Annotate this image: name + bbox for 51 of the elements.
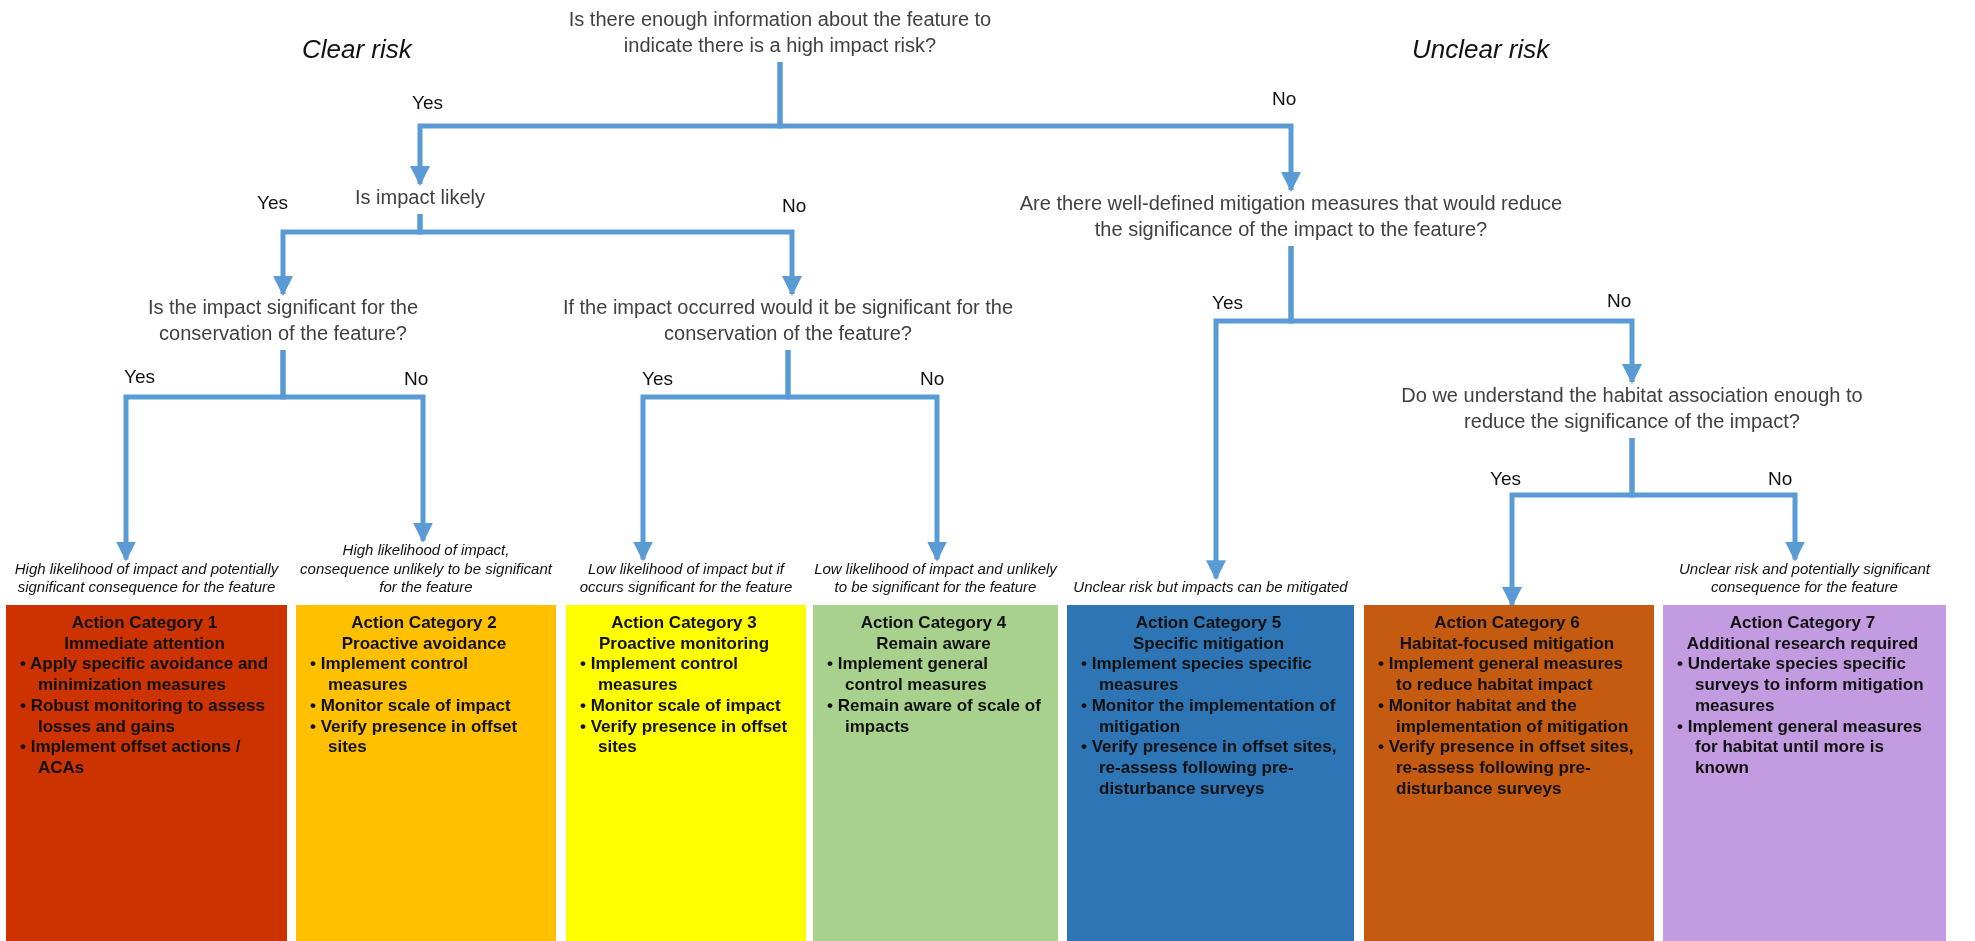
- bullet-item: • Implement control measures: [310, 654, 470, 696]
- action-heading: Action Category 2: [350, 613, 498, 634]
- bullet-item: • Implement species specific measures: [1081, 654, 1313, 696]
- arrow: [785, 350, 947, 562]
- action-heading: Specific mitigation: [1131, 633, 1286, 655]
- action-heading: Action Category 4: [859, 613, 1008, 634]
- question-text: Are there well-defined mitigation measures that would reduce the significance of the impact to the feature?: [1011, 190, 1571, 242]
- outcome-caption: Low likelihood of impact and unlikely to be significant for the feature: [813, 559, 1058, 597]
- bullet-item: • Monitor scale of impact: [310, 695, 512, 717]
- bullet-item: • Monitor the implementation of mitigation: [1081, 695, 1337, 738]
- bullet-item: • Robust monitoring to assess losses and gains: [20, 695, 266, 738]
- question-text: Is the impact significant for the conservation of the feature?: [113, 294, 453, 346]
- arrow: [1288, 246, 1642, 384]
- arrow: [1629, 438, 1805, 562]
- bullet-item: • Remain aware of scale of impacts: [827, 695, 1042, 738]
- action-heading: Action Category 3: [610, 613, 758, 634]
- action-heading: Proactive avoidance: [340, 633, 508, 655]
- bullet-item: • Implement offset actions / ACAs: [20, 737, 242, 779]
- question-text: If the impact occurred would it be significant for the conservation of the feature?: [558, 294, 1018, 346]
- action-heading: Habitat-focused mitigation: [1398, 633, 1616, 655]
- action-heading: Additional research required: [1685, 633, 1920, 655]
- bullet-item: • Monitor habitat and the implementation of mitigation: [1378, 695, 1630, 738]
- outcome-caption: High likelihood of impact and potentially significant consequence for the feature: [13, 559, 280, 597]
- bullet-item: • Monitor scale of impact: [580, 695, 782, 717]
- question-text: Do we understand the habitat association enough to reduce the significance of the impact?: [1392, 382, 1872, 434]
- bullet-item: • Implement general measures to reduce habitat impact: [1378, 654, 1624, 696]
- bullet-item: • Implement control measures: [580, 654, 740, 696]
- outcome-caption: Low likelihood of impact but if occurs significant for the feature: [578, 559, 794, 597]
- action-heading: Proactive monitoring: [598, 633, 770, 655]
- question-text: Is impact likely: [330, 184, 510, 210]
- arrow: [777, 62, 1301, 192]
- arrow: [417, 214, 802, 296]
- action-heading: Immediate attention: [63, 633, 226, 655]
- action-heading: Action Category 5: [1134, 613, 1283, 634]
- outcome-caption: Unclear risk and potentially significant consequence for the feature: [1678, 559, 1932, 597]
- bullet-item: • Undertake species specific surveys to inform mitigation measures: [1677, 654, 1925, 717]
- bullet-item: • Verify presence in offset sites, re-assess following pre-disturbance surveys: [1378, 737, 1635, 800]
- arrow: [280, 350, 433, 543]
- bullet-item: • Verify presence in offset sites: [310, 716, 519, 759]
- outcome-caption: High likelihood of impact, consequence unlikely to be significant for the feature: [299, 540, 554, 597]
- bullet-item: • Apply specific avoidance and minimization measures: [20, 654, 270, 696]
- action-heading: Action Category 6: [1433, 613, 1581, 634]
- bullet-item: • Implement general measures for habitat until more is known: [1677, 716, 1923, 779]
- bullet-item: • Verify presence in offset sites, re-assess following pre-disturbance surveys: [1081, 737, 1338, 800]
- bullet-item: • Implement general control measures: [827, 654, 989, 696]
- bullet-item: • Verify presence in offset sites: [580, 716, 789, 759]
- action-heading: Action Category 1: [70, 613, 219, 634]
- action-heading: Action Category 7: [1728, 613, 1877, 634]
- action-heading: Remain aware: [875, 633, 992, 655]
- question-text: Is there enough information about the feature to indicate there is a high impact risk?: [555, 6, 1005, 58]
- outcome-caption: Unclear risk but impacts can be mitigated: [1072, 578, 1349, 597]
